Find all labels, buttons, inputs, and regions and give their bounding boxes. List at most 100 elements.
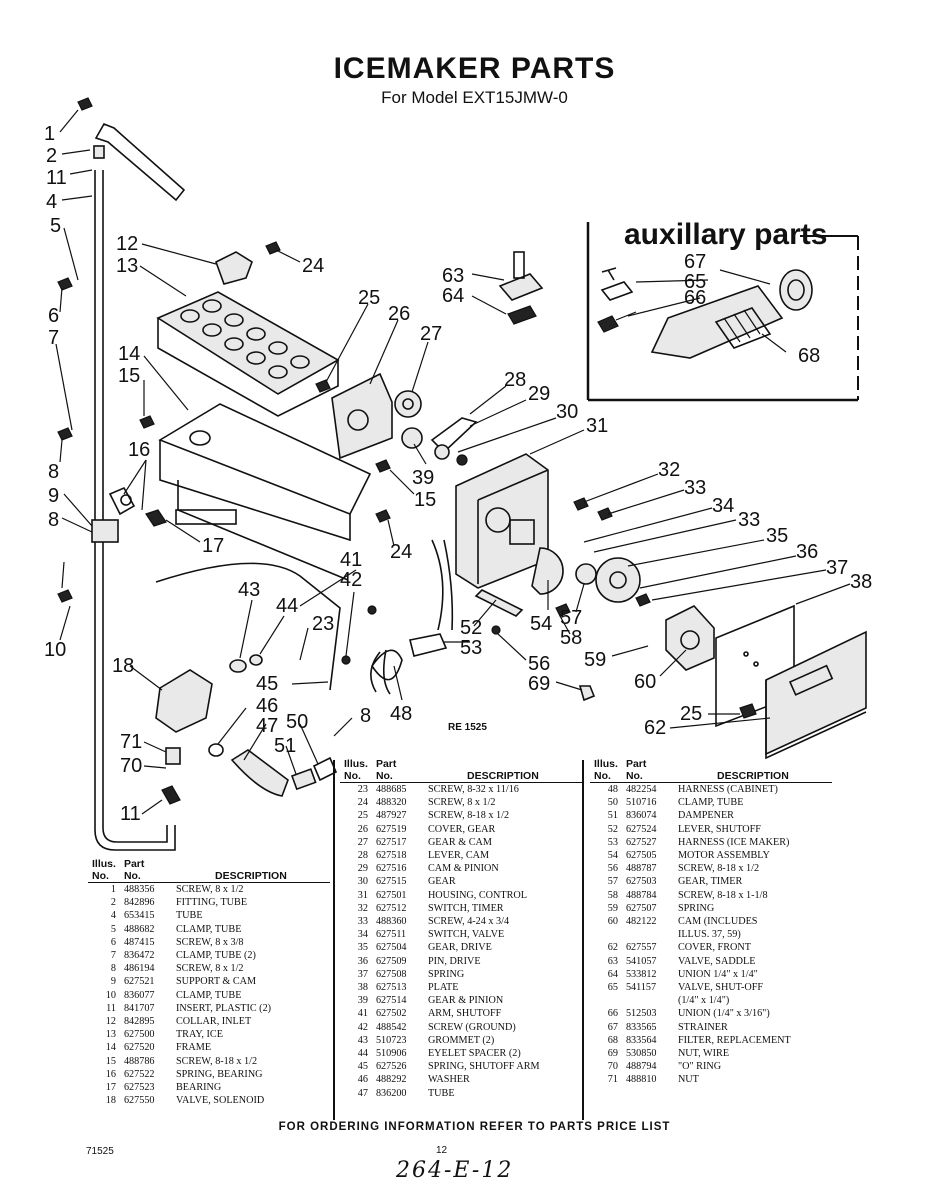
callout-65: 65 bbox=[684, 271, 706, 293]
callout-13: 13 bbox=[116, 255, 138, 277]
illus-number: 50 bbox=[607, 797, 618, 809]
part-description: GEAR & CAM bbox=[427, 836, 492, 848]
illus-number: 60 bbox=[607, 916, 618, 928]
part-number: 836077 bbox=[123, 989, 155, 1001]
part-description: VALVE, SADDLE bbox=[677, 955, 756, 967]
illus-number: 26 bbox=[357, 823, 368, 835]
illus-number: 5 bbox=[110, 923, 116, 935]
callout-62: 62 bbox=[644, 717, 666, 739]
callout-11-lower: 11 bbox=[120, 803, 141, 825]
callout-46: 46 bbox=[256, 695, 278, 717]
illus-number: 56 bbox=[607, 863, 618, 875]
callout-6: 6 bbox=[48, 305, 59, 327]
part-description: UNION (1/4" x 3/16") bbox=[677, 1008, 770, 1020]
callout-64: 64 bbox=[442, 285, 464, 307]
illus-number: 51 bbox=[607, 810, 618, 822]
part-number: 510716 bbox=[625, 797, 657, 809]
callout-52: 52 bbox=[460, 617, 482, 639]
callout-29: 29 bbox=[528, 383, 550, 405]
callout-33: 33 bbox=[684, 477, 706, 499]
part-number: 488685 bbox=[375, 784, 407, 795]
part-number: 627526 bbox=[375, 1061, 407, 1073]
part-description: NUT bbox=[677, 1074, 699, 1086]
illus-number: 57 bbox=[607, 876, 618, 888]
callout-51: 51 bbox=[274, 735, 296, 757]
part-description: PLATE bbox=[427, 982, 459, 994]
callout-66: 66 bbox=[684, 287, 706, 309]
part-number: 842896 bbox=[123, 897, 155, 909]
illus-number: 33 bbox=[357, 916, 368, 928]
illus-number: 64 bbox=[607, 968, 618, 980]
part-number: 482254 bbox=[625, 784, 657, 795]
part-number: 627518 bbox=[375, 850, 407, 862]
illus-number: 15 bbox=[105, 1055, 116, 1067]
callout-43: 43 bbox=[238, 579, 260, 601]
part-description: SCREW, 4-24 x 3/4 bbox=[427, 916, 510, 928]
illus-number: 63 bbox=[607, 955, 618, 967]
illus-number: 9 bbox=[110, 976, 116, 988]
illus-number bbox=[590, 928, 622, 941]
part-number: 533812 bbox=[625, 968, 657, 980]
callout-33-lower: 33 bbox=[738, 509, 760, 531]
callout-1: 1 bbox=[44, 123, 55, 145]
illus-number: 30 bbox=[357, 876, 368, 888]
part-number: 510906 bbox=[375, 1048, 407, 1060]
callout-15-right: 15 bbox=[414, 489, 436, 511]
part-description: CLAMP, TUBE bbox=[677, 797, 744, 809]
part-number bbox=[622, 928, 674, 941]
callout-35: 35 bbox=[766, 525, 788, 547]
plate-and-front-cover bbox=[715, 604, 867, 760]
model-subtitle: For Model EXT15JMW-0 bbox=[381, 88, 568, 107]
illus-number: 1 bbox=[110, 884, 116, 895]
part-description: SWITCH, TIMER bbox=[427, 902, 504, 914]
part-description: SCREW, 8 x 1/2 bbox=[427, 797, 496, 809]
part-number: 836472 bbox=[123, 950, 155, 962]
part-description: STRAINER bbox=[677, 1021, 728, 1033]
part-number: 488360 bbox=[375, 916, 407, 928]
part-description: EYELET SPACER (2) bbox=[427, 1048, 521, 1060]
illus-number: 48 bbox=[607, 784, 618, 795]
part-description: CLAMP, TUBE (2) bbox=[175, 950, 256, 962]
header-illus: Illus. bbox=[92, 858, 116, 870]
illus-number: 18 bbox=[105, 1095, 116, 1107]
header-description: DESCRIPTION bbox=[171, 870, 330, 883]
part-number: 488320 bbox=[375, 797, 407, 809]
part-description: INSERT, PLASTIC (2) bbox=[175, 1002, 272, 1014]
part-number: 836200 bbox=[375, 1087, 407, 1099]
callout-8-lower: 8 bbox=[48, 509, 59, 531]
part-description: SUPPORT & CAM bbox=[175, 976, 257, 988]
part-description: VALVE, SOLENOID bbox=[175, 1095, 265, 1107]
callout-42: 42 bbox=[340, 569, 362, 591]
callout-36: 36 bbox=[796, 541, 818, 563]
part-number: 627519 bbox=[375, 823, 407, 835]
part-number: 627515 bbox=[375, 876, 407, 888]
callout-31: 31 bbox=[586, 415, 608, 437]
callout-8-center: 8 bbox=[360, 705, 371, 727]
callout-16: 16 bbox=[128, 439, 150, 461]
illus-number: 47 bbox=[357, 1087, 368, 1099]
part-number: 488787 bbox=[625, 863, 657, 875]
part-number: 488292 bbox=[375, 1074, 407, 1086]
part-number: 627522 bbox=[123, 1068, 155, 1080]
part-description: GEAR bbox=[427, 876, 456, 888]
header-illus: Illus. bbox=[594, 758, 618, 770]
